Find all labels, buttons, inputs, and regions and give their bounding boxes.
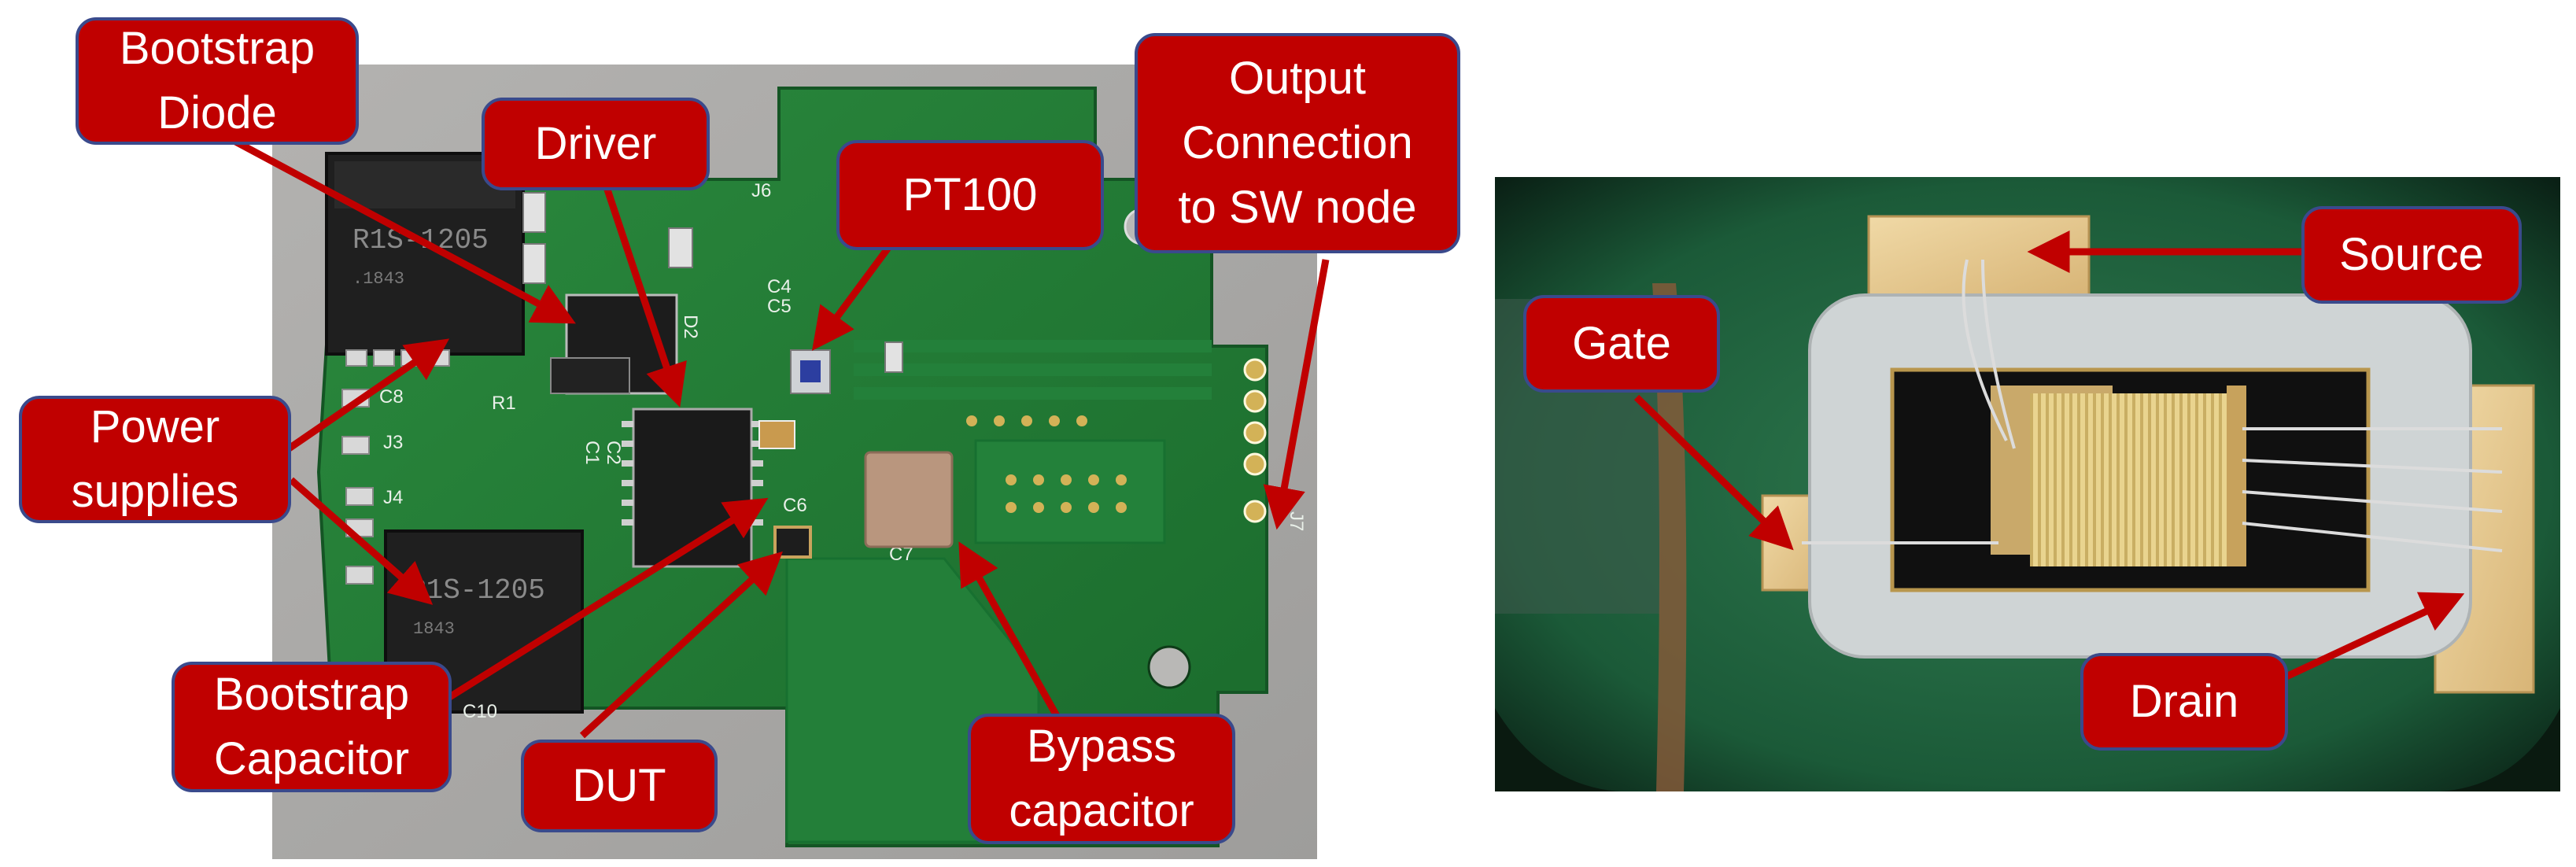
arrow-output bbox=[1263, 259, 1330, 530]
arrow-power-top bbox=[281, 338, 450, 456]
silk-j6: J6 bbox=[751, 180, 771, 201]
silk-j4: J4 bbox=[383, 487, 403, 508]
arrow-pt100 bbox=[811, 234, 900, 351]
arrow-gate bbox=[1633, 394, 1794, 551]
arrow-bootstrap-diode bbox=[226, 135, 576, 324]
callout-drain: Drain bbox=[2080, 653, 2288, 751]
callout-power-supplies: Power supplies bbox=[19, 396, 291, 523]
callout-bypass-capacitor: Bypass capacitor bbox=[968, 714, 1235, 844]
arrow-dut bbox=[579, 551, 783, 739]
arrow-driver bbox=[598, 172, 687, 408]
silk-c6: C6 bbox=[783, 495, 807, 516]
callout-arrows bbox=[226, 135, 2465, 742]
callout-driver: Driver bbox=[482, 98, 710, 190]
silk-c1: C1 bbox=[581, 441, 603, 465]
silk-r1: R1 bbox=[492, 393, 516, 414]
arrow-drain bbox=[2276, 592, 2465, 684]
silk-j7: J7 bbox=[1286, 511, 1307, 531]
silk-d2: D2 bbox=[680, 315, 701, 339]
arrow-bypass bbox=[958, 541, 1073, 742]
callout-pt100: PT100 bbox=[836, 140, 1104, 250]
callout-output-connection: Output Connection to SW node bbox=[1135, 33, 1460, 253]
silk-c4: C4 bbox=[767, 276, 792, 297]
callout-gate: Gate bbox=[1523, 295, 1720, 393]
silk-c8: C8 bbox=[379, 386, 404, 408]
silk-c5: C5 bbox=[767, 296, 792, 317]
silk-j3: J3 bbox=[383, 432, 403, 453]
silk-c2: C2 bbox=[603, 441, 624, 465]
module-label-bottom: R1S-1205 bbox=[409, 574, 545, 607]
silk-c10: C10 bbox=[463, 701, 497, 722]
svg-text:1843: 1843 bbox=[413, 619, 455, 639]
callout-bootstrap-diode: Bootstrap Diode bbox=[76, 17, 359, 145]
arrow-bootstrap-cap bbox=[442, 497, 769, 703]
callout-bootstrap-capacitor: Bootstrap Capacitor bbox=[172, 662, 452, 792]
svg-text:.1843: .1843 bbox=[352, 269, 404, 289]
callout-source: Source bbox=[2301, 206, 2522, 304]
callout-dut: DUT bbox=[521, 740, 718, 832]
arrow-power-bottom bbox=[289, 477, 434, 605]
